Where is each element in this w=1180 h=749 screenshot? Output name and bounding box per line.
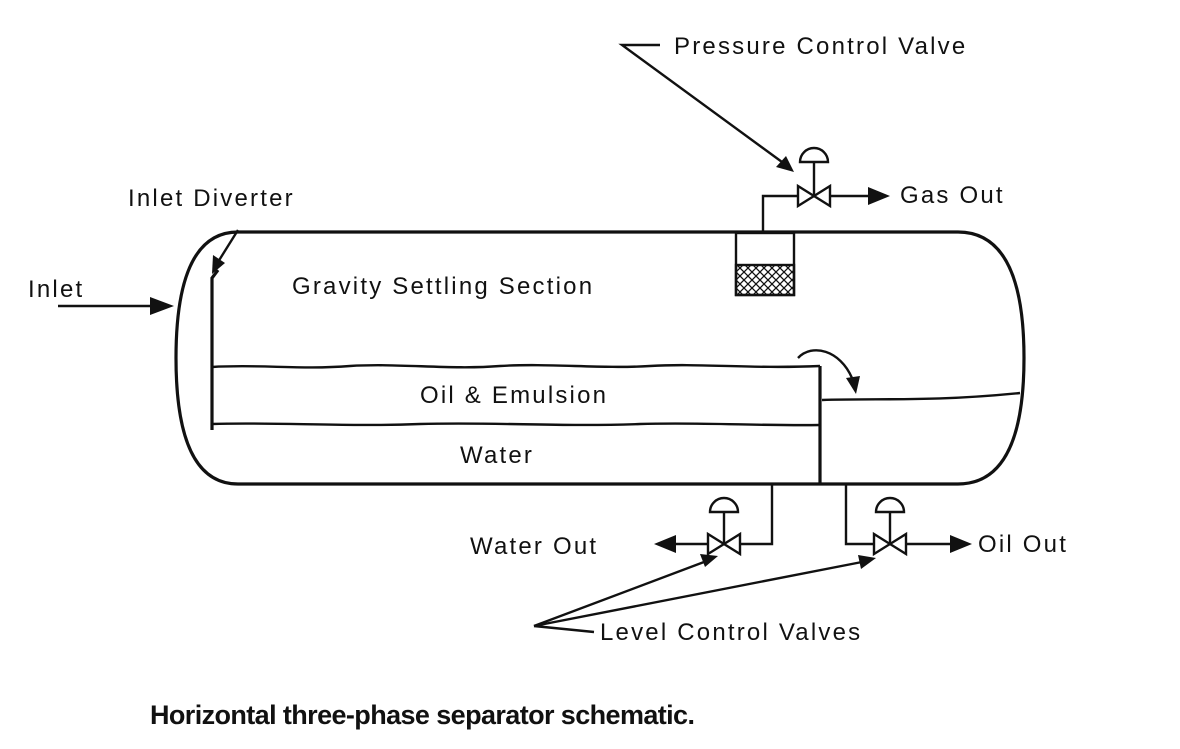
label-oil-emulsion: Oil & Emulsion [420, 382, 608, 409]
inlet-arrowhead [150, 297, 174, 315]
label-oil-out: Oil Out [978, 531, 1068, 558]
label-gas-out: Gas Out [900, 182, 1005, 209]
oil-level-behind-weir [821, 391, 1021, 402]
oil-level-control-valve [872, 496, 908, 557]
label-gravity-settling-section: Gravity Settling Section [292, 273, 594, 300]
lcv-pointer-water-arrowhead [700, 554, 718, 567]
inlet-diverter-plate [210, 269, 220, 430]
inlet-diverter-arrowhead [212, 255, 225, 274]
lcv-pointer-oil [533, 560, 863, 628]
pcv-pointer-arrowhead [776, 156, 794, 172]
label-level-control-valves: Level Control Valves [600, 619, 862, 646]
separator-vessel [174, 230, 1026, 486]
mist-extractor-mesh [734, 263, 796, 297]
oil-water-interface [211, 422, 821, 427]
label-water: Water [460, 442, 534, 469]
label-inlet: Inlet [28, 276, 84, 303]
overflow-arrowhead [846, 376, 860, 394]
lcv-pointer-water [533, 560, 705, 628]
oil-gas-interface [211, 363, 821, 369]
label-inlet-diverter: Inlet Diverter [128, 185, 295, 212]
gas-outlet-pipe [761, 194, 798, 233]
label-water-out: Water Out [470, 533, 598, 560]
oil-out-arrowhead [950, 535, 972, 553]
water-level-control-valve [706, 496, 742, 557]
overflow-arrow [797, 349, 854, 379]
label-pressure-control-valve: Pressure Control Valve [674, 33, 967, 60]
pressure-control-valve [796, 146, 832, 209]
figure-caption: Horizontal three-phase separator schemat… [150, 700, 694, 730]
lcv-pointer-oil-arrowhead [858, 555, 876, 569]
lcv-pointer-label-line [533, 624, 595, 634]
gas-out-arrowhead [868, 187, 890, 205]
inlet-diverter-pointer [216, 229, 240, 263]
water-outlet-pipe [740, 484, 774, 546]
water-out-arrowhead [654, 535, 676, 553]
oil-outlet-pipe [844, 484, 874, 546]
pcv-pointer [618, 43, 783, 163]
